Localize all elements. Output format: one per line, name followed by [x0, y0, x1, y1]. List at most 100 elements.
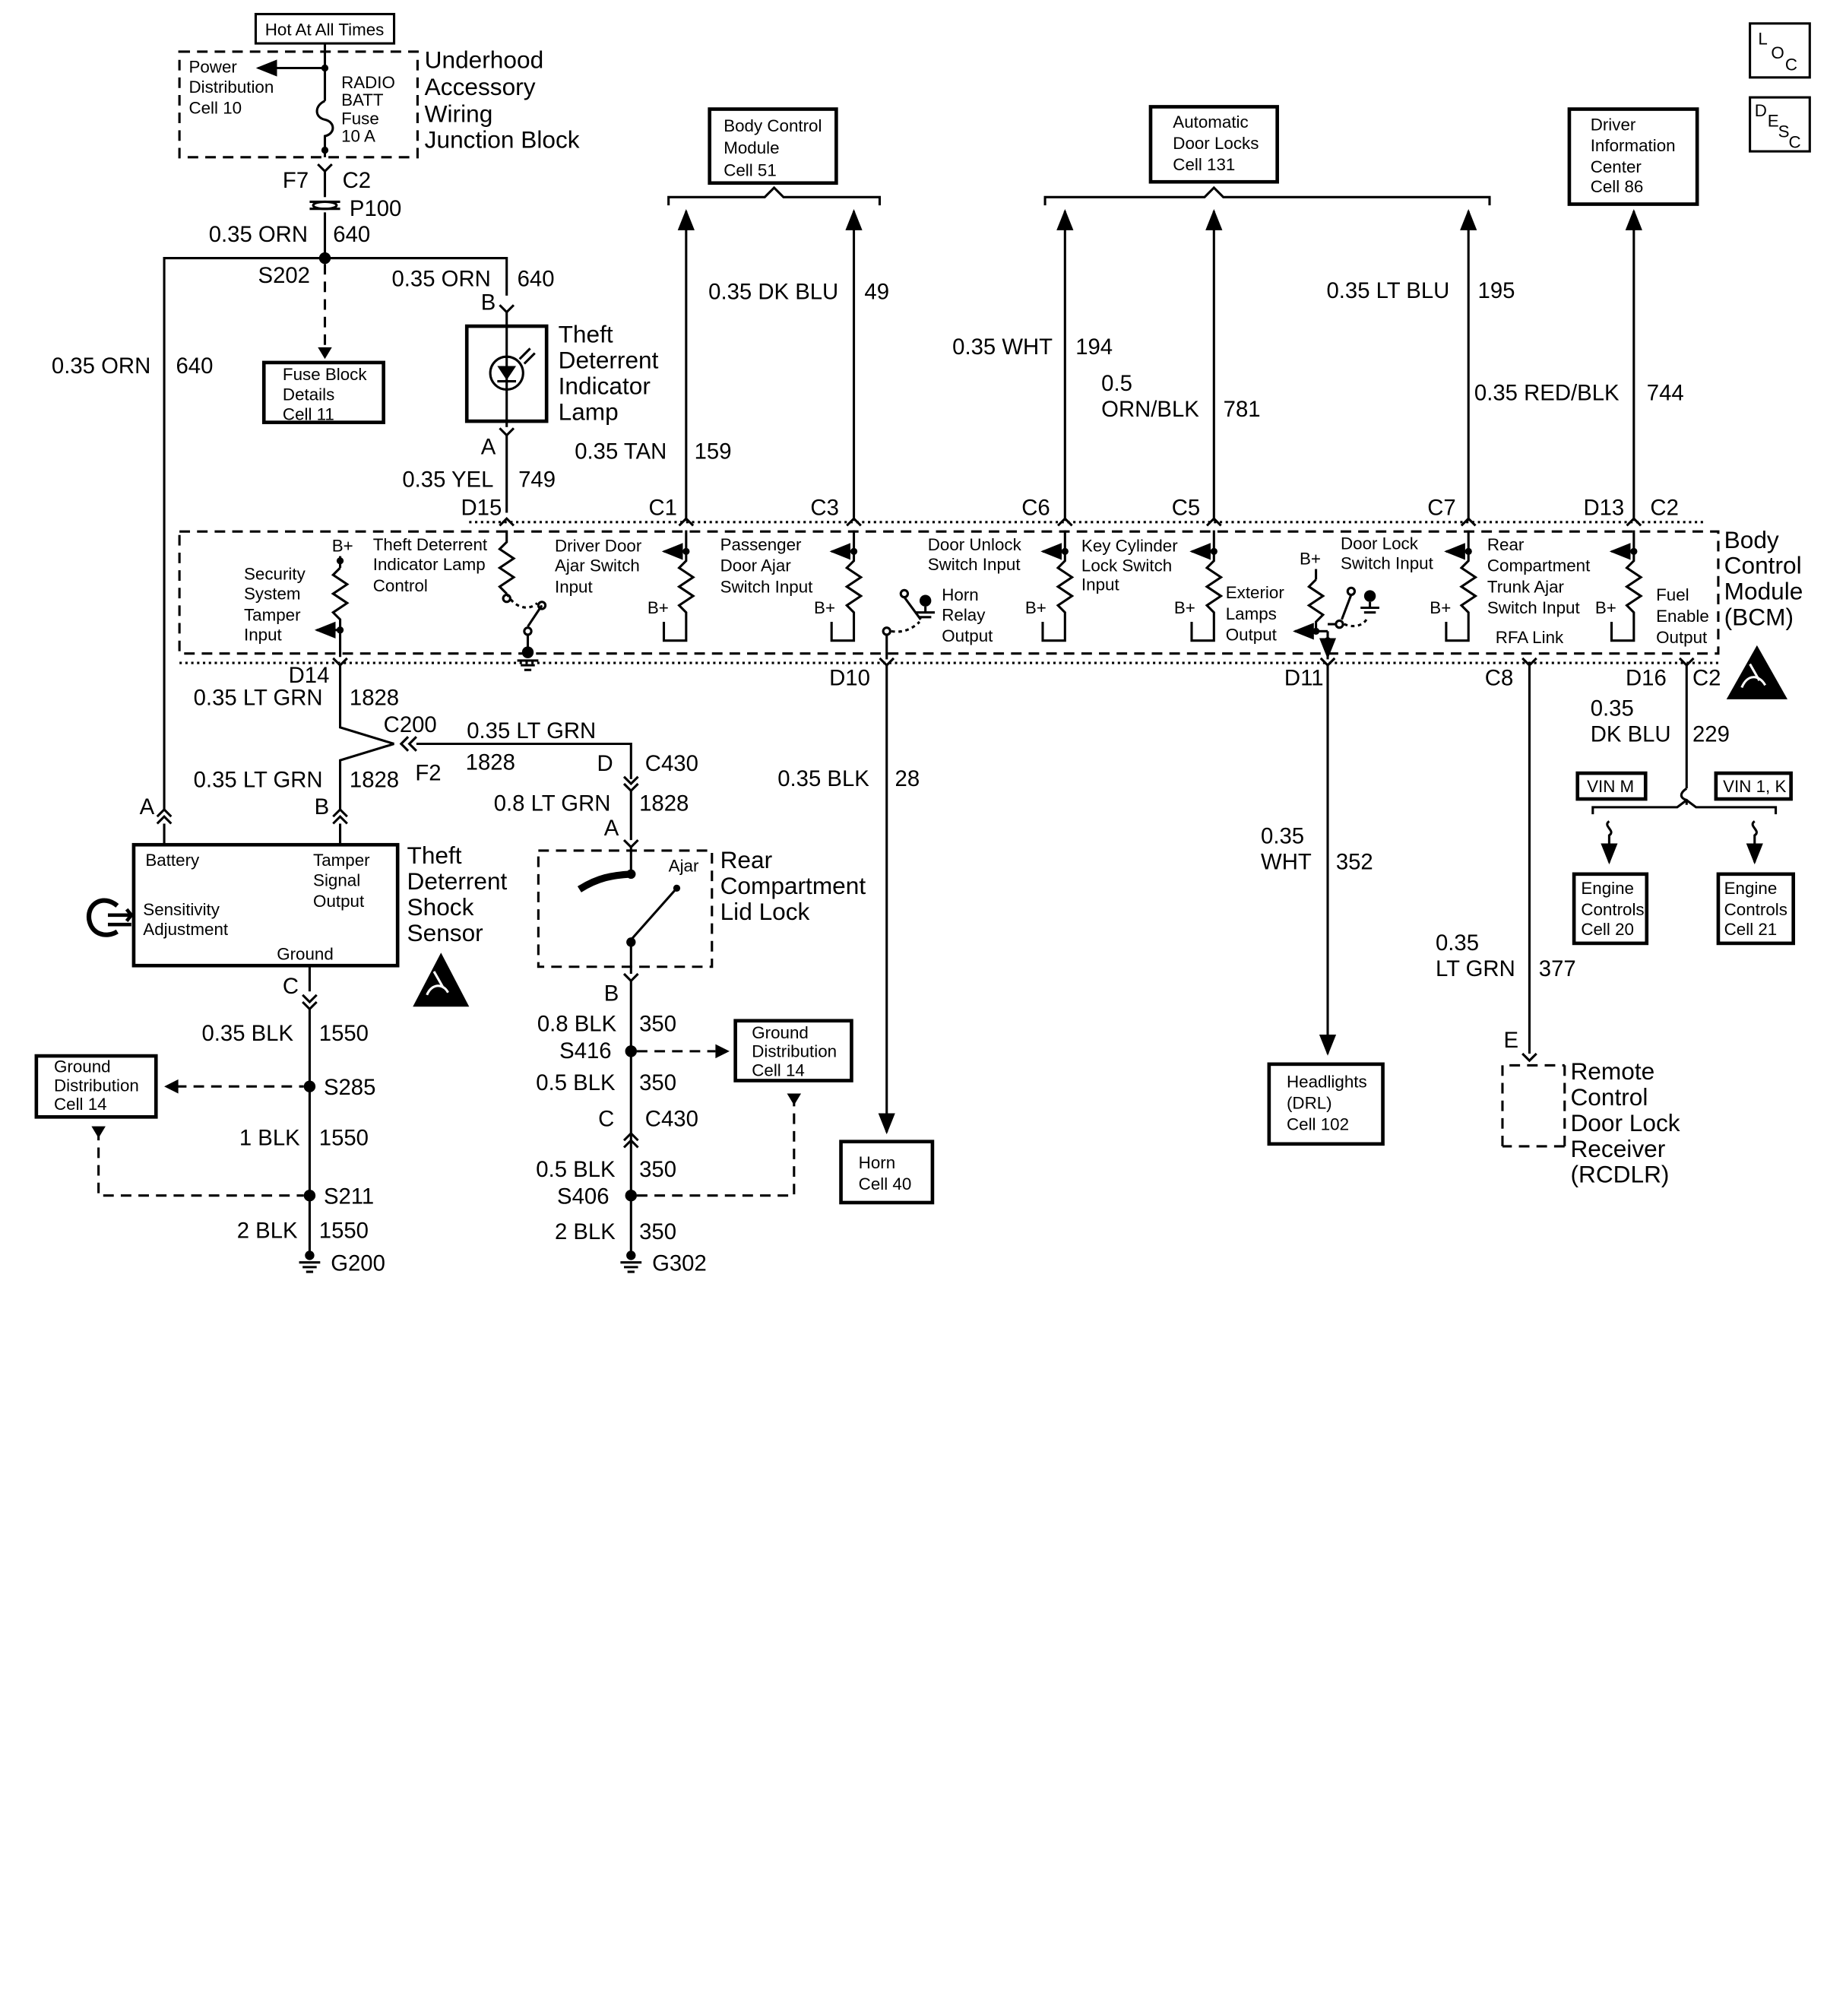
- svg-text:Switch Input: Switch Input: [1487, 598, 1581, 617]
- svg-text:352: 352: [1336, 850, 1373, 875]
- esd-sensitive-icon: [1726, 645, 1787, 699]
- svg-text:C2: C2: [1692, 665, 1721, 690]
- svg-text:Junction Block: Junction Block: [425, 125, 580, 153]
- svg-text:C3: C3: [810, 496, 838, 521]
- svg-text:0.35 BLK: 0.35 BLK: [201, 1021, 293, 1046]
- svg-text:0.8 BLK: 0.8 BLK: [537, 1012, 617, 1037]
- svg-text:0.5 BLK: 0.5 BLK: [536, 1157, 616, 1182]
- svg-text:A: A: [481, 434, 496, 459]
- svg-text:B+: B+: [1174, 598, 1195, 617]
- svg-text:350: 350: [639, 1219, 676, 1244]
- driver-info-center-box[interactable]: Driver Information Center Cell 86: [1567, 107, 1699, 206]
- ground-g302: G302: [652, 1251, 707, 1276]
- svg-text:Input: Input: [244, 626, 283, 645]
- svg-text:Control: Control: [1570, 1083, 1648, 1111]
- svg-text:D11: D11: [1284, 665, 1324, 690]
- svg-text:Rear: Rear: [1487, 535, 1525, 554]
- engine-controls-cell21-box[interactable]: Engine Controls Cell 21: [1716, 872, 1796, 946]
- svg-text:D: D: [597, 751, 613, 776]
- svg-text:Cell 14: Cell 14: [752, 1060, 805, 1079]
- svg-text:C: C: [283, 974, 299, 999]
- svg-text:C7: C7: [1427, 496, 1455, 521]
- rear-compartment-lid-lock: Ajar: [537, 847, 714, 975]
- svg-text:0.35 BLK: 0.35 BLK: [777, 766, 869, 791]
- svg-text:D10: D10: [829, 665, 870, 690]
- svg-text:10 A: 10 A: [341, 127, 375, 146]
- bcm-theft-lamp-control: Theft Deterrent Indicator Lamp Control: [373, 530, 547, 671]
- svg-text:L: L: [1758, 30, 1767, 49]
- svg-text:Switch Input: Switch Input: [720, 577, 814, 596]
- svg-text:Ajar: Ajar: [669, 857, 699, 876]
- svg-text:Cell 40: Cell 40: [859, 1174, 912, 1193]
- svg-text:Rear: Rear: [720, 846, 773, 873]
- svg-text:C: C: [1789, 132, 1801, 151]
- svg-text:C430: C430: [645, 1107, 698, 1132]
- svg-text:Key Cylinder: Key Cylinder: [1081, 536, 1178, 555]
- svg-text:Tamper: Tamper: [244, 605, 301, 624]
- svg-text:1550: 1550: [319, 1021, 369, 1046]
- splice-s406: S406: [557, 1184, 609, 1209]
- svg-text:Indicator: Indicator: [559, 372, 651, 400]
- svg-text:D15: D15: [461, 496, 502, 521]
- engine-controls-cell20-box[interactable]: Engine Controls Cell 20: [1572, 872, 1649, 946]
- ground-distribution-left-box[interactable]: Ground Distribution Cell 14: [34, 1054, 158, 1119]
- bcm-cell51-box[interactable]: Body Control Module Cell 51: [708, 107, 838, 185]
- bcm-rear-trunk-ajar: Rear Compartment Trunk Ajar Switch Input…: [1430, 530, 1591, 647]
- svg-text:377: 377: [1539, 956, 1576, 981]
- loc-icon[interactable]: L O C: [1749, 22, 1811, 79]
- svg-text:Accessory: Accessory: [425, 73, 536, 100]
- svg-text:Cell 11: Cell 11: [283, 405, 334, 424]
- svg-text:Cell 86: Cell 86: [1591, 177, 1644, 196]
- svg-text:C6: C6: [1021, 496, 1050, 521]
- svg-text:Cell 51: Cell 51: [724, 161, 777, 180]
- ground-distribution-mid-box[interactable]: Ground Distribution Cell 14: [733, 1019, 853, 1082]
- svg-text:RFA Link: RFA Link: [1496, 628, 1564, 647]
- svg-text:Center: Center: [1591, 157, 1642, 176]
- sensitivity-adjustment-icon[interactable]: [87, 898, 135, 937]
- svg-text:0.35 LT GRN: 0.35 LT GRN: [194, 768, 323, 793]
- horn-box[interactable]: Horn Cell 40: [839, 1140, 935, 1205]
- svg-text:0.5 BLK: 0.5 BLK: [536, 1070, 616, 1095]
- svg-text:Lid Lock: Lid Lock: [720, 898, 810, 925]
- svg-text:E: E: [1504, 1028, 1519, 1053]
- svg-text:640: 640: [176, 353, 213, 379]
- svg-text:0.35 LT BLU: 0.35 LT BLU: [1326, 278, 1449, 303]
- connector-c430: C430: [645, 751, 698, 776]
- svg-text:A: A: [604, 816, 619, 841]
- svg-text:Cell 102: Cell 102: [1287, 1114, 1349, 1133]
- svg-text:Body Control: Body Control: [724, 116, 822, 135]
- svg-text:Ground: Ground: [54, 1057, 111, 1076]
- svg-text:B: B: [481, 290, 496, 315]
- headlights-box[interactable]: Headlights (DRL) Cell 102: [1267, 1062, 1385, 1146]
- svg-text:S: S: [1778, 122, 1790, 141]
- underhood-junction-block: Underhood Accessory Wiring Junction Bloc…: [178, 46, 580, 159]
- svg-text:Door Lock: Door Lock: [1570, 1109, 1680, 1136]
- svg-text:Distribution: Distribution: [54, 1076, 139, 1095]
- svg-text:F2: F2: [415, 760, 441, 785]
- svg-text:195: 195: [1478, 278, 1515, 303]
- svg-text:0.35 DK BLU: 0.35 DK BLU: [708, 280, 838, 305]
- svg-text:2 BLK: 2 BLK: [555, 1219, 616, 1244]
- svg-text:28: 28: [895, 766, 920, 791]
- ground-g302-icon: [620, 1250, 642, 1273]
- svg-text:Power: Power: [188, 58, 237, 77]
- fuse-block-ref-box[interactable]: Fuse Block Details Cell 11: [261, 360, 385, 424]
- svg-text:194: 194: [1075, 334, 1113, 360]
- bcm-driver-door-ajar: Driver Door Ajar Switch Input B+: [555, 530, 695, 642]
- desc-icon[interactable]: D E S C: [1749, 96, 1811, 153]
- svg-text:Compartment: Compartment: [1487, 556, 1591, 575]
- svg-text:(RCDLR): (RCDLR): [1570, 1161, 1669, 1188]
- svg-text:Deterrent: Deterrent: [407, 867, 508, 895]
- svg-text:(DRL): (DRL): [1287, 1094, 1332, 1113]
- p100-connector-icon: [309, 200, 340, 211]
- svg-text:Remote: Remote: [1570, 1057, 1654, 1085]
- svg-text:D: D: [1755, 101, 1767, 120]
- svg-text:Switch Input: Switch Input: [1341, 554, 1434, 573]
- svg-text:C1: C1: [648, 496, 676, 521]
- svg-text:Body: Body: [1724, 526, 1779, 553]
- body-control-module: Body Control Module (BCM): [178, 526, 1803, 655]
- auto-door-locks-box[interactable]: Automatic Door Locks Cell 131: [1148, 105, 1279, 184]
- svg-text:Control: Control: [373, 576, 428, 595]
- svg-text:Cell 21: Cell 21: [1724, 920, 1778, 939]
